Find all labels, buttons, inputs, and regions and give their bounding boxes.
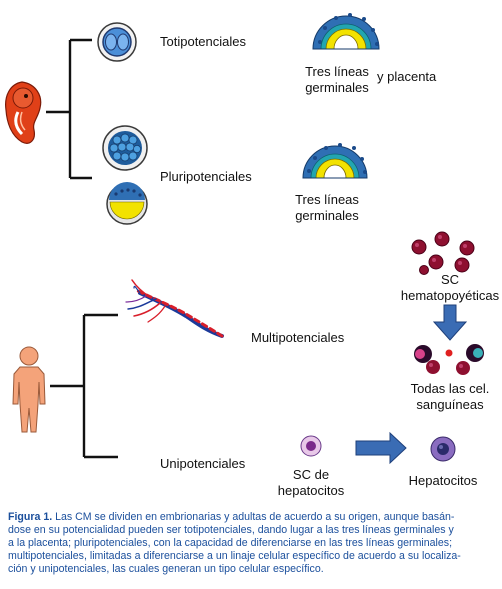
and-placenta-label: y placenta xyxy=(377,69,437,84)
hepatocyte-icon xyxy=(430,436,456,462)
hematopoietic-sc-label-line1: SC xyxy=(440,272,460,287)
all-blood-cells-label-line1: Todas las cel. xyxy=(410,381,490,396)
caption-line-2: dose en su potencialidad pueden ser toti… xyxy=(8,524,454,536)
three-germ-lines-label-b-line1: Tres líneas xyxy=(295,192,359,207)
multipotent-label: Multipotenciales xyxy=(251,330,345,345)
hematopoietic-sc-label-line2: hematopoyéticas xyxy=(400,288,500,303)
caption-line-5: ción y unipotenciales, las cuales genera… xyxy=(8,563,324,575)
all-blood-cells-label-line2: sanguíneas xyxy=(416,397,484,412)
caption-line-3: a la placenta; pluripotenciales, con la … xyxy=(8,537,453,549)
right-arrow-icon xyxy=(355,431,407,465)
germ-layers-icon-a xyxy=(312,13,380,50)
caption-line-1-text: Las CM se dividen en embrionarias y adul… xyxy=(52,511,455,523)
adult-human-icon xyxy=(12,346,46,433)
blood-vessel-icon xyxy=(125,279,224,338)
totipotent-cell-icon xyxy=(97,22,137,62)
totipotent-label: Totipotenciales xyxy=(160,34,246,49)
adult-branch xyxy=(50,313,118,459)
caption-figure-number: Figura 1. xyxy=(8,511,53,523)
three-germ-lines-label-b-line2: germinales xyxy=(295,208,359,223)
three-germ-lines-label-a-line1: Tres líneas xyxy=(305,64,369,79)
stem-cell-diagram xyxy=(5,13,484,465)
embryonic-branch xyxy=(46,38,92,180)
hepatocyte-sc-label-line1: SC de xyxy=(292,467,330,482)
embryo-icon xyxy=(5,81,42,144)
figure-caption: Figura 1. Las CM se dividen en embrionar… xyxy=(8,511,498,587)
pluripotent-label: Pluripotenciales xyxy=(160,169,252,184)
hepatocyte-stem-cell-icon xyxy=(300,435,322,457)
blastocyst-cell-icon xyxy=(106,182,148,225)
blood-cells-icon xyxy=(414,344,484,375)
three-germ-lines-label-a-line2: germinales xyxy=(305,80,369,95)
hepatocyte-sc-label-line2: hepatocitos xyxy=(277,483,345,498)
hematopoietic-cells-icon xyxy=(411,231,475,275)
morula-cell-icon xyxy=(102,125,148,171)
hepatocytes-label: Hepatocitos xyxy=(408,473,478,488)
down-arrow-icon xyxy=(432,304,468,341)
caption-line-4: multipotenciales, limitadas a diferencia… xyxy=(8,550,461,562)
caption-line-1: Figura 1. Las CM se dividen en embrionar… xyxy=(8,511,498,524)
germ-layers-icon-b xyxy=(302,143,368,179)
unipotent-label: Unipotenciales xyxy=(160,456,246,471)
